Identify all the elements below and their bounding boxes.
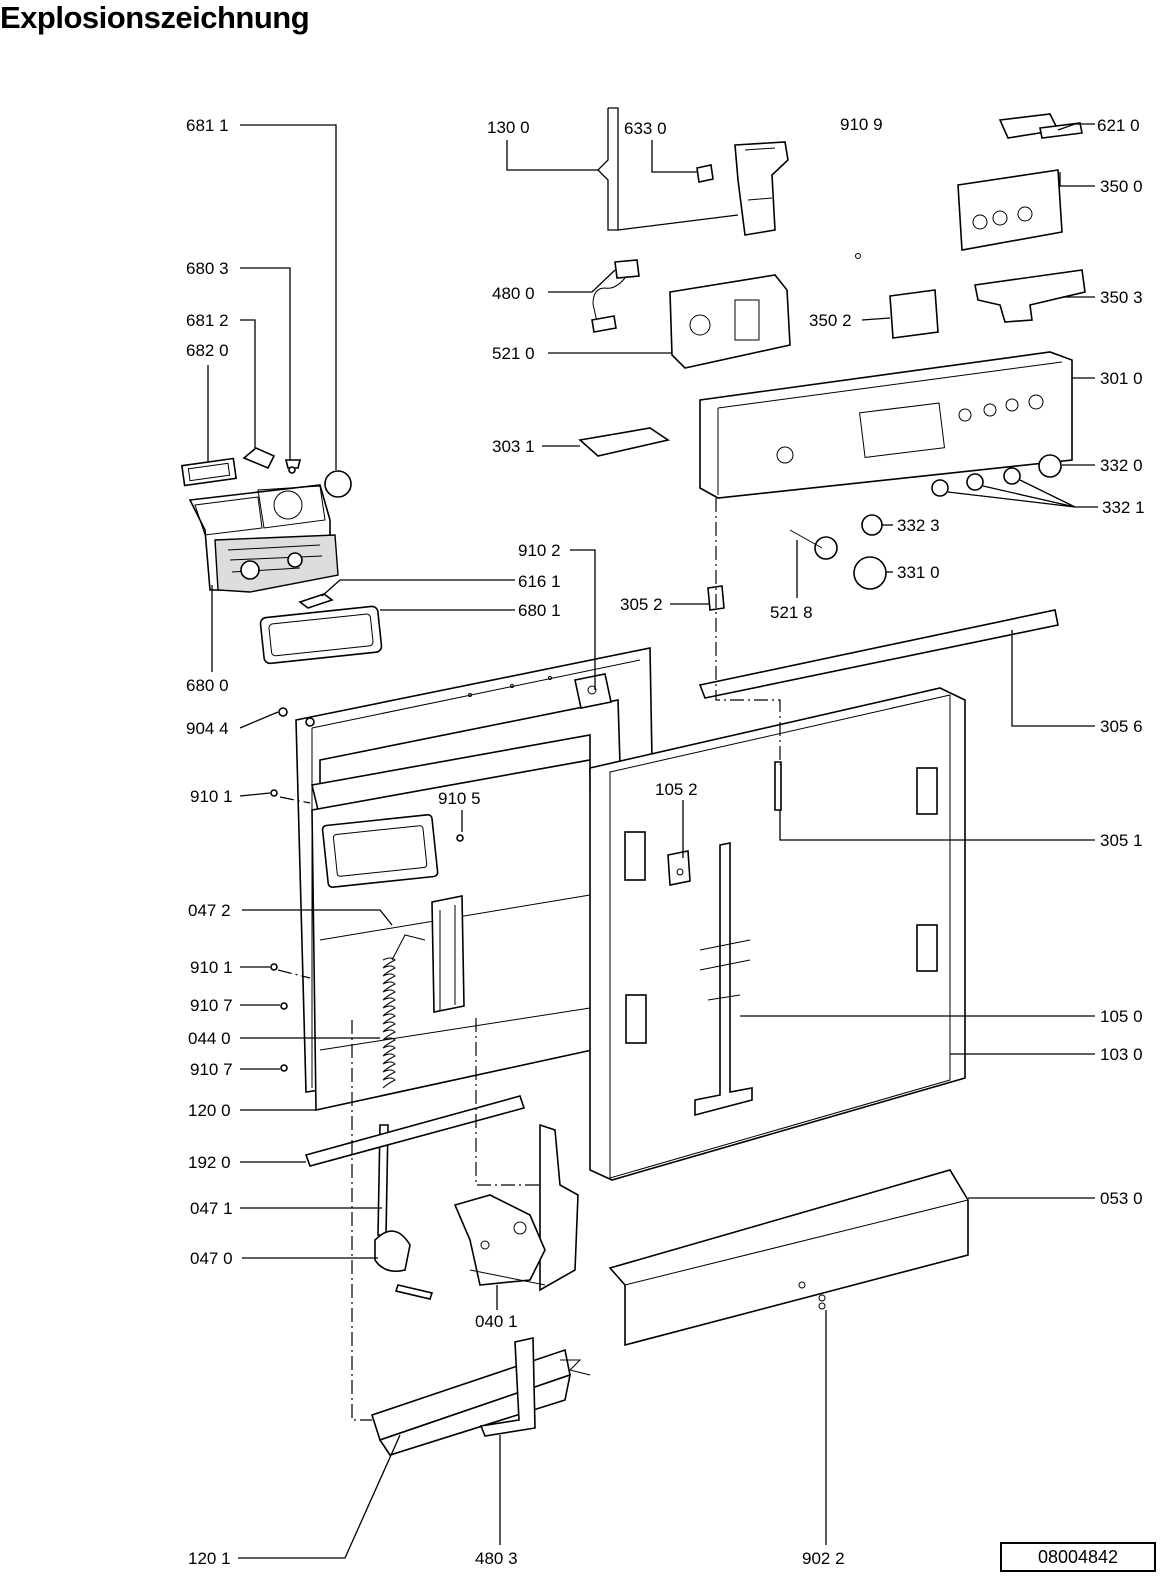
drawing-number: 08004842 xyxy=(1000,1542,1156,1572)
label-332-1: 332 1 xyxy=(1102,498,1145,517)
label-303-1: 303 1 xyxy=(492,437,535,456)
label-332-3: 332 3 xyxy=(897,516,940,535)
label-040-1: 040 1 xyxy=(475,1312,518,1331)
label-904-4: 904 4 xyxy=(186,719,229,738)
center-lines xyxy=(277,498,781,1421)
label-910-1a: 910 1 xyxy=(190,787,233,806)
screw-305-1 xyxy=(774,761,782,811)
label-910-7a: 910 7 xyxy=(190,996,233,1015)
label-902-2: 902 2 xyxy=(802,1549,845,1568)
inner-door-frame xyxy=(295,647,653,1111)
label-120-1: 120 1 xyxy=(188,1549,231,1568)
label-350-3: 350 3 xyxy=(1100,288,1143,307)
label-044-0: 044 0 xyxy=(188,1029,231,1048)
label-301-0: 301 0 xyxy=(1100,369,1143,388)
door-spring xyxy=(374,934,434,1300)
label-120-0: 120 0 xyxy=(188,1101,231,1120)
label-105-2: 105 2 xyxy=(655,780,698,799)
part-labels: 681 1 680 3 681 2 682 0 616 1 680 1 680 … xyxy=(186,115,1145,1568)
outer-door-panel xyxy=(589,687,966,1181)
page-title: Explosionszeichnung xyxy=(0,0,310,35)
label-910-7b: 910 7 xyxy=(190,1060,233,1079)
screws xyxy=(270,707,464,1072)
label-633-0: 633 0 xyxy=(624,119,667,138)
label-680-0: 680 0 xyxy=(186,676,229,695)
label-047-2: 047 2 xyxy=(188,901,231,920)
hinge-bracket xyxy=(453,1123,579,1292)
label-521-0: 521 0 xyxy=(492,344,535,363)
label-480-3: 480 3 xyxy=(475,1549,518,1568)
label-910-2: 910 2 xyxy=(518,541,561,560)
label-331-0: 331 0 xyxy=(897,563,940,582)
label-350-0: 350 0 xyxy=(1100,177,1143,196)
label-103-0: 103 0 xyxy=(1100,1045,1143,1064)
label-053-0: 053 0 xyxy=(1100,1189,1143,1208)
label-305-1: 305 1 xyxy=(1100,831,1143,850)
kick-plate xyxy=(608,1169,969,1347)
label-305-2: 305 2 xyxy=(620,595,663,614)
label-350-2: 350 2 xyxy=(809,311,852,330)
label-480-0: 480 0 xyxy=(492,284,535,303)
dispenser-assembly xyxy=(180,447,383,665)
label-910-1b: 910 1 xyxy=(190,958,233,977)
label-305-6: 305 6 xyxy=(1100,717,1143,736)
label-105-0: 105 0 xyxy=(1100,1007,1143,1026)
label-192-0: 192 0 xyxy=(188,1153,231,1172)
lower-panel xyxy=(370,1337,591,1456)
leader-lines xyxy=(207,107,1098,1559)
electronics xyxy=(591,113,1086,369)
label-682-0: 682 0 xyxy=(186,341,229,360)
label-621-0: 621 0 xyxy=(1097,116,1140,135)
label-047-0: 047 0 xyxy=(190,1249,233,1268)
label-681-1: 681 1 xyxy=(186,116,229,135)
top-trim-strip xyxy=(698,609,1059,699)
label-130-0: 130 0 xyxy=(487,118,530,137)
bottom-rail xyxy=(304,1095,526,1167)
label-910-5: 910 5 xyxy=(438,789,481,808)
label-681-2: 681 2 xyxy=(186,311,229,330)
label-680-3: 680 3 xyxy=(186,259,229,278)
label-680-1: 680 1 xyxy=(518,601,561,620)
label-521-8: 521 8 xyxy=(770,603,813,622)
control-panel xyxy=(578,351,1073,499)
label-332-0: 332 0 xyxy=(1100,456,1143,475)
label-616-1: 616 1 xyxy=(518,572,561,591)
knobs xyxy=(789,454,1062,590)
label-910-9: 910 9 xyxy=(840,115,883,134)
label-047-1: 047 1 xyxy=(190,1199,233,1218)
